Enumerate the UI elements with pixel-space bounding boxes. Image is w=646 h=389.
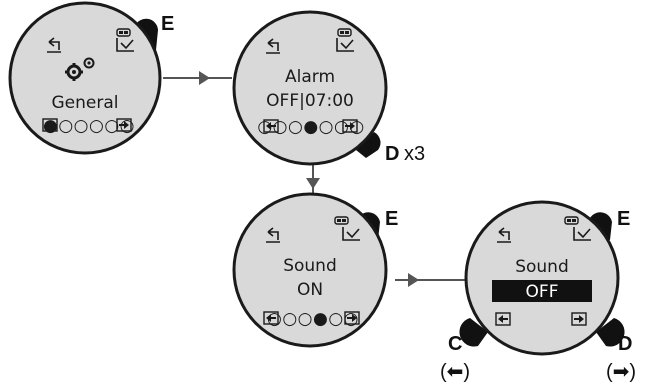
watch-face [464,200,620,356]
flow-arrow-general-to-alarm [163,71,232,85]
watch-face [8,1,162,155]
button-d-label: D [618,333,632,355]
page-indicator: ○○○●○○○ [257,117,364,137]
right-arrow-icon[interactable] [344,311,360,325]
watch-face [232,10,388,166]
screen-label: Sound [283,256,337,276]
left-arrow-icon[interactable] [495,312,511,326]
button-d-direction: (➡) [606,361,636,383]
button-d-shape[interactable] [356,132,381,158]
left-arrow-icon[interactable] [263,119,279,133]
watch-sound-on: Sound ON ○○○●○○ E [232,192,398,348]
page-indicator: ○○○●○○ [267,309,359,329]
screen-value: ON [297,280,323,300]
checkmark-icon [342,227,360,241]
flow-arrow-alarm-to-sound [306,160,320,198]
flow-arrow-sound-on-to-off [395,273,468,287]
left-arrow-icon[interactable] [263,311,279,325]
button-c-direction: (⬅) [440,361,470,383]
back-icon [47,37,61,53]
screen-label: Alarm [285,67,335,87]
button-e-label: E [161,13,174,35]
screen-label: General [52,93,119,113]
checkmark-icon [116,38,134,52]
checkmark-icon [573,227,591,241]
watch-sound-off: Sound OFF E C (⬅) D (➡) [440,200,636,383]
screen-label: Sound [515,257,569,277]
watch-general: General ●○○○○○ E [8,1,174,155]
battery-icon [116,28,131,37]
battery-icon [564,216,579,225]
battery-icon [334,216,349,225]
button-d-label: D [385,143,399,165]
back-icon [497,227,511,243]
watch-alarm: Alarm OFF|07:00 ○○○●○○○ D x3 [232,10,425,166]
button-e-label: E [617,208,630,230]
right-arrow-icon[interactable] [116,118,132,132]
right-arrow-icon[interactable] [571,312,587,326]
left-arrow-icon[interactable] [42,118,58,132]
right-arrow-icon[interactable] [342,119,358,133]
gears-icon [65,57,95,81]
screen-value: OFF|07:00 [266,91,354,111]
button-c-shape[interactable] [459,318,488,347]
screen-value: OFF [526,282,559,302]
battery-icon [337,28,352,37]
page-indicator: ●○○○○○ [43,116,135,136]
back-icon [266,38,280,54]
value-highlight [492,280,592,302]
button-d-shape[interactable] [596,318,625,347]
back-icon [266,227,280,243]
press-count: x3 [404,143,425,165]
button-c-label: C [448,333,462,355]
checkmark-icon [336,38,354,52]
button-e-label: E [385,208,398,230]
